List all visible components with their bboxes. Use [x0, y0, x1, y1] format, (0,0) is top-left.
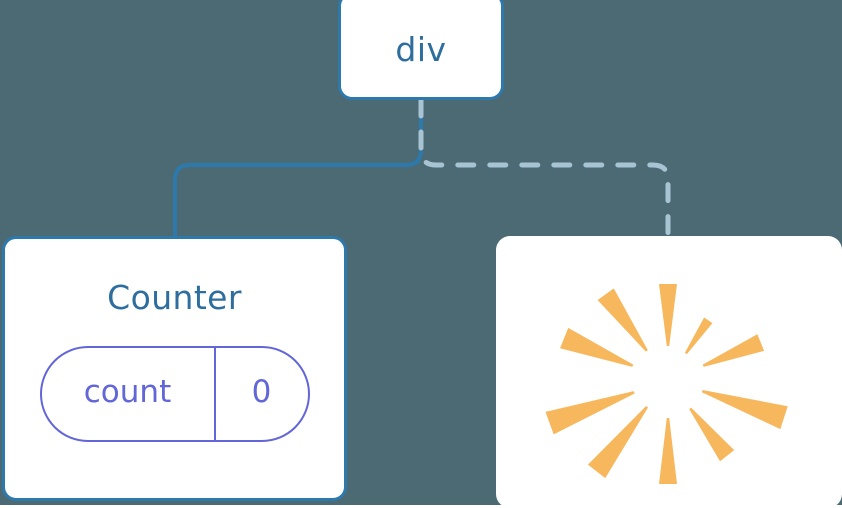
- state-pill[interactable]: count 0: [39, 346, 310, 442]
- sparkle-ray-1: [659, 284, 677, 346]
- sparkle-ray-2: [684, 317, 713, 355]
- sparkle-ray-5: [560, 327, 634, 367]
- sparkle-ray-6: [701, 389, 788, 430]
- node-div[interactable]: div: [338, 0, 504, 100]
- node-counter-label: Counter: [107, 278, 242, 317]
- node-highlighted[interactable]: [496, 236, 842, 508]
- sparkle-ray-7: [545, 391, 635, 435]
- sparkle-ray-8: [689, 407, 735, 462]
- sparkle-burst-icon: [545, 284, 788, 484]
- sparkle-ray-9: [587, 406, 649, 479]
- node-div-label: div: [395, 29, 447, 69]
- sparkle-ray-4: [702, 334, 765, 367]
- edge-root-to-counter: [173, 98, 423, 240]
- sparkle-ray-3: [597, 288, 648, 352]
- sparkle-ray-10: [659, 418, 677, 484]
- state-key-count: count: [83, 374, 172, 410]
- node-counter[interactable]: Counter count 0: [2, 236, 347, 501]
- state-value-count: 0: [213, 348, 308, 440]
- edge-root-to-highlight: [418, 97, 671, 241]
